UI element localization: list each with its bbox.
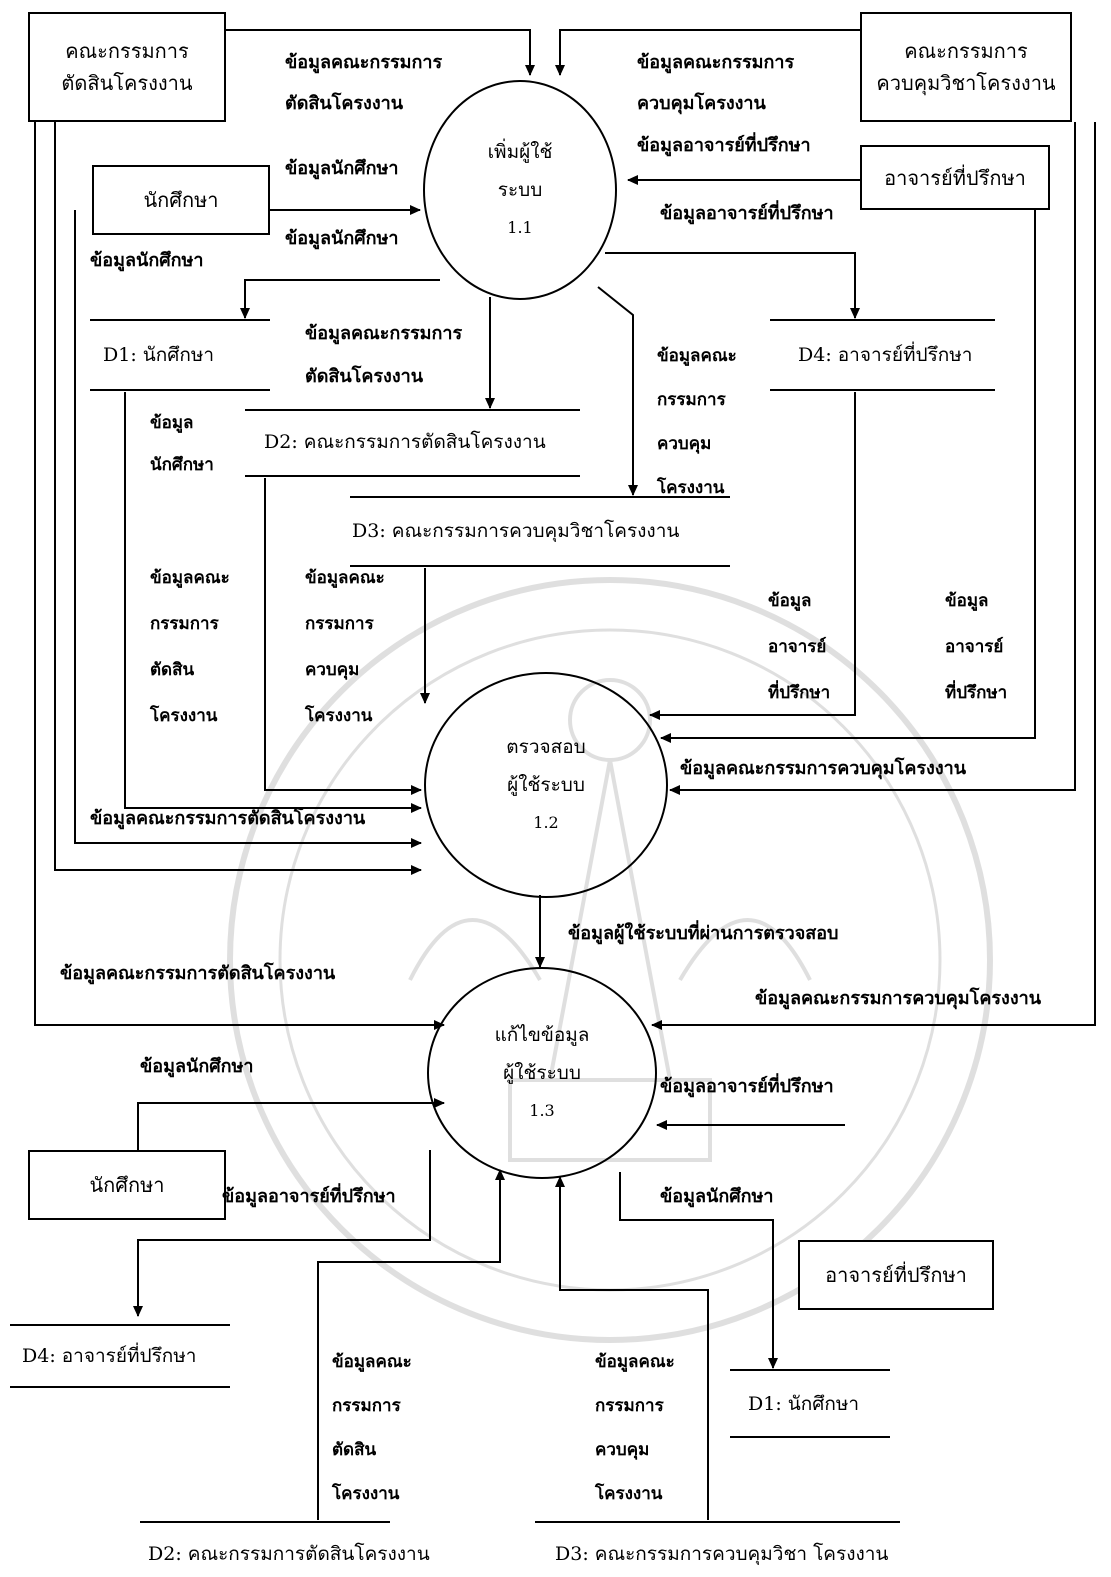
entity-judge-committee-top: คณะกรรมการ ตัดสินโครงงาน — [28, 12, 226, 122]
flow-label-line: ที่ปรึกษา — [945, 683, 1008, 703]
entity-control-committee-top: คณะกรรมการ ควบคุมวิชาโครงงาน — [860, 12, 1072, 122]
entity-line: คณะกรรมการ — [65, 39, 189, 63]
store-d1: D1: นักศึกษา — [103, 344, 215, 366]
flow-label: ข้อมูลอาจารย์ที่ปรึกษา — [660, 203, 834, 224]
flow-label: ควบคุมโครงงาน — [637, 93, 766, 114]
flow-label: ตัดสินโครงงาน — [305, 366, 424, 387]
flow-label-line: โครงงาน — [332, 1484, 400, 1504]
process-number: 1.2 — [533, 813, 559, 832]
process-number: 1.3 — [529, 1101, 555, 1120]
flow-label: ข้อมูลคณะกรรมการควบคุมโครงงาน — [680, 758, 967, 779]
store-d2: D2: คณะกรรมการตัดสินโครงงาน — [264, 431, 546, 453]
flow-label-stack: ข้อมูลคณะ กรรมการ ควบคุม โครงงาน — [305, 555, 385, 739]
process-title: แก้ไขข้อมูล — [494, 1024, 590, 1046]
process-title: ผู้ใช้ระบบ — [503, 1062, 581, 1084]
flow-label: ข้อมูลนักศึกษา — [140, 1056, 254, 1077]
flow-label-line: ที่ปรึกษา — [768, 683, 831, 703]
process-1-3: แก้ไขข้อมูล ผู้ใช้ระบบ 1.3 — [427, 967, 657, 1179]
flow-label-stack: ข้อมูลคณะ กรรมการ ตัดสิน โครงงาน — [332, 1340, 412, 1516]
flow-label-line: กรรมการ — [332, 1396, 401, 1416]
store-d1-bottom: D1: นักศึกษา — [748, 1393, 860, 1415]
process-title: ตรวจสอบ — [506, 736, 586, 758]
entity-line: นักศึกษา — [143, 188, 219, 212]
flow-label-line: นักศึกษา — [150, 455, 214, 475]
flow-label-stack: ข้อมูลคณะ กรรมการ ตัดสิน โครงงาน — [150, 555, 230, 739]
store-d4: D4: อาจารย์ที่ปรึกษา — [798, 344, 973, 366]
entity-line: คณะกรรมการ — [904, 39, 1028, 63]
flow-label-line: ข้อมูลคณะ — [150, 568, 230, 588]
flow-label: ข้อมูลอาจารย์ที่ปรึกษา — [660, 1076, 834, 1097]
flow-label: ข้อมูลคณะกรรมการ — [305, 323, 463, 344]
flow-label-stack: ข้อมูลคณะ กรรมการ ควบคุม โครงงาน — [595, 1340, 675, 1516]
flow-label: ข้อมูลคณะกรรมการตัดสินโครงงาน — [60, 963, 336, 984]
process-title: เพิ่มผู้ใช้ — [487, 141, 553, 163]
flow-label-line: ข้อมูลคณะ — [305, 568, 385, 588]
flow-label: ข้อมูลนักศึกษา — [90, 250, 204, 271]
flow-label-line: อาจารย์ — [945, 637, 1004, 657]
store-d4-bottom: D4: อาจารย์ที่ปรึกษา — [22, 1345, 197, 1367]
flow-label-line: ข้อมูล — [768, 591, 812, 611]
process-number: 1.1 — [507, 218, 533, 237]
flow-label-stack: ข้อมูล นักศึกษา — [150, 402, 214, 486]
process-1-2: ตรวจสอบ ผู้ใช้ระบบ 1.2 — [424, 672, 668, 898]
flow-label-line: ควบคุม — [305, 660, 360, 680]
flow-label-line: ตัดสิน — [332, 1440, 377, 1460]
entity-advisor-top: อาจารย์ที่ปรึกษา — [860, 145, 1050, 210]
flow-label-stack: ข้อมูล อาจารย์ ที่ปรึกษา — [768, 578, 830, 716]
entity-line: ควบคุมวิชาโครงงาน — [876, 71, 1056, 95]
process-title: ผู้ใช้ระบบ — [507, 774, 585, 796]
flow-label-line: ข้อมูล — [150, 413, 194, 433]
flow-label-line: กรรมการ — [305, 614, 374, 634]
flow-label: ตัดสินโครงงาน — [285, 93, 404, 114]
flow-label-stack: ข้อมูลคณะ กรรมการ ควบคุม โครงงาน — [657, 334, 737, 510]
flow-label: ข้อมูลนักศึกษา — [285, 228, 399, 249]
flow-label-line: กรรมการ — [150, 614, 219, 634]
process-title: ระบบ — [497, 179, 543, 201]
flow-label-line: โครงงาน — [595, 1484, 663, 1504]
flow-label-line: กรรมการ — [595, 1396, 664, 1416]
flow-label-line: โครงงาน — [657, 478, 725, 498]
entity-advisor-bottom: อาจารย์ที่ปรึกษา — [798, 1240, 994, 1310]
flow-label: ข้อมูลคณะกรรมการควบคุมโครงงาน — [755, 988, 1042, 1009]
flow-label-line: อาจารย์ — [768, 637, 827, 657]
store-d2-bottom: D2: คณะกรรมการตัดสินโครงงาน — [148, 1543, 430, 1565]
flow-label-line: โครงงาน — [150, 706, 218, 726]
flow-label: ข้อมูลคณะกรรมการ — [637, 52, 795, 73]
store-d3-bottom: D3: คณะกรรมการควบคุมวิชา โครงงาน — [555, 1543, 889, 1565]
flow-label-line: ข้อมูลคณะ — [332, 1352, 412, 1372]
flow-label: ข้อมูลนักศึกษา — [660, 1186, 774, 1207]
flow-label-line: กรรมการ — [657, 390, 726, 410]
flow-label-line: ข้อมูลคณะ — [595, 1352, 675, 1372]
entity-student-bottom: นักศึกษา — [28, 1150, 226, 1220]
entity-line: นักศึกษา — [89, 1173, 165, 1197]
flow-label: ข้อมูลผู้ใช้ระบบที่ผ่านการตรวจสอบ — [568, 923, 839, 944]
flow-label-line: โครงงาน — [305, 706, 373, 726]
flow-label-line: ข้อมูลคณะ — [657, 346, 737, 366]
flow-label: ข้อมูลคณะกรรมการ — [285, 52, 443, 73]
store-d3: D3: คณะกรรมการควบคุมวิชาโครงงาน — [352, 520, 680, 542]
entity-line: อาจารย์ที่ปรึกษา — [825, 1263, 967, 1287]
flow-label-line: ตัดสิน — [150, 660, 195, 680]
flow-label-line: ควบคุม — [595, 1440, 650, 1460]
flow-label: ข้อมูลนักศึกษา — [285, 158, 399, 179]
entity-line: อาจารย์ที่ปรึกษา — [884, 165, 1026, 190]
flow-label: ข้อมูลอาจารย์ที่ปรึกษา — [637, 135, 811, 156]
entity-line: ตัดสินโครงงาน — [61, 71, 193, 95]
process-1-1: เพิ่มผู้ใช้ ระบบ 1.1 — [423, 80, 617, 300]
entity-student-top: นักศึกษา — [92, 165, 270, 235]
flow-label-line: ควบคุม — [657, 434, 712, 454]
flow-label: ข้อมูลคณะกรรมการตัดสินโครงงาน — [90, 808, 366, 829]
flow-label-stack: ข้อมูล อาจารย์ ที่ปรึกษา — [945, 578, 1007, 716]
flow-label: ข้อมูลอาจารย์ที่ปรึกษา — [222, 1186, 396, 1207]
flow-label-line: ข้อมูล — [945, 591, 989, 611]
